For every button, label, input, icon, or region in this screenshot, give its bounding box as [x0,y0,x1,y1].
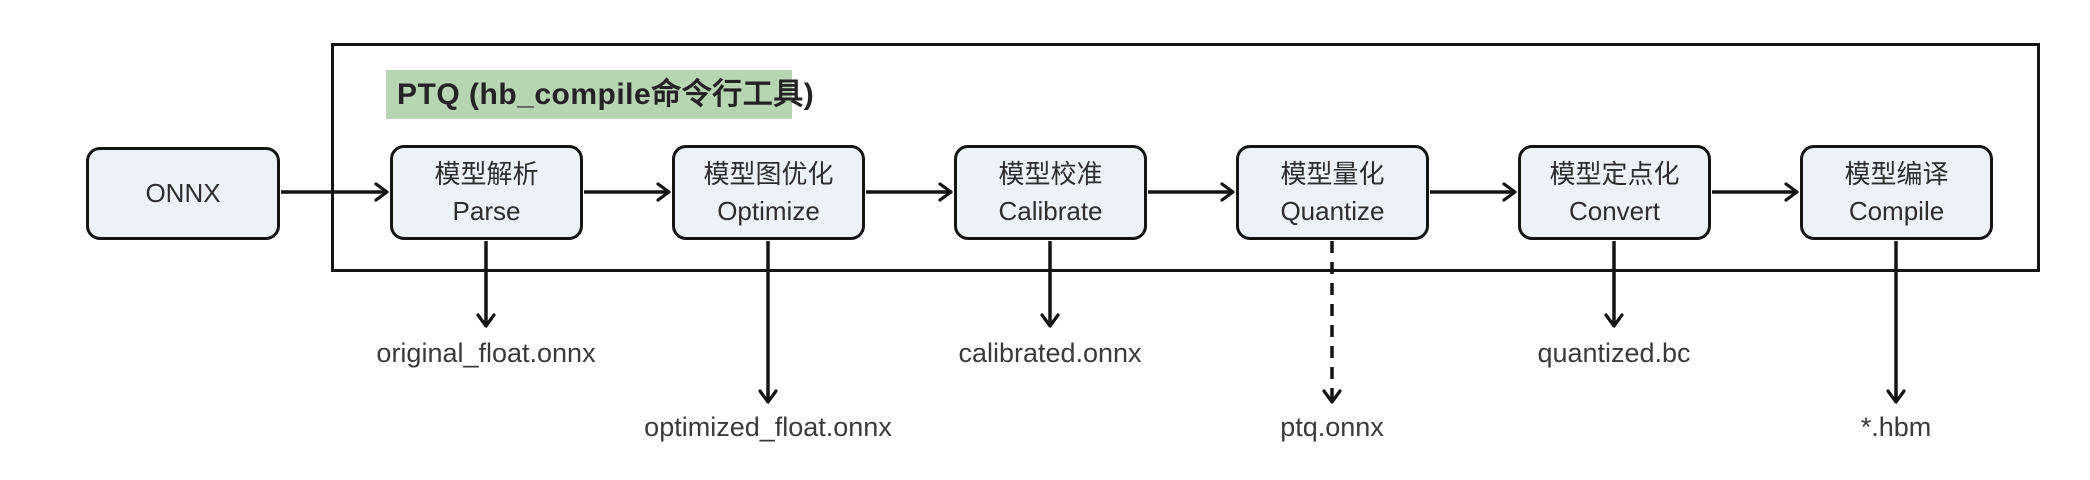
stage-label-zh: 模型解析 [434,158,539,189]
output-label-quantized-bc: quantized.bc [1537,338,1691,368]
stage-label-en: Calibrate [998,195,1103,226]
stage-label-zh: 模型校准 [998,158,1103,189]
stage-label-en: Compile [1848,195,1945,226]
output-label-hbm: *.hbm [1860,412,1932,442]
stage-label-zh: 模型图优化 [703,158,834,189]
stage-node-quantize: 模型量化 Quantize [1236,145,1429,240]
onnx-node: ONNX [86,147,280,240]
stage-label-en: Quantize [1280,195,1385,226]
ptq-group-title: PTQ (hb_compile命令行工具) [386,70,814,119]
onnx-label: ONNX [145,178,221,208]
output-label-ptq-onnx: ptq.onnx [1280,412,1384,442]
output-label-calibrated-onnx: calibrated.onnx [958,338,1142,368]
stage-label-zh: 模型编译 [1844,158,1949,189]
stage-label-en: Convert [1568,195,1661,226]
stage-node-calibrate: 模型校准 Calibrate [954,145,1147,240]
output-label-optimized-float-onnx: optimized_float.onnx [644,412,892,442]
stage-label-zh: 模型定点化 [1549,158,1680,189]
stage-node-optimize: 模型图优化 Optimize [672,145,865,240]
stage-node-compile: 模型编译 Compile [1800,145,1993,240]
stage-node-convert: 模型定点化 Convert [1518,145,1711,240]
stage-label-zh: 模型量化 [1280,158,1385,189]
stage-label-en: Optimize [717,195,820,226]
output-label-original-float-onnx: original_float.onnx [376,338,596,368]
stage-node-parse: 模型解析 Parse [390,145,583,240]
stage-label-en: Parse [452,195,521,226]
